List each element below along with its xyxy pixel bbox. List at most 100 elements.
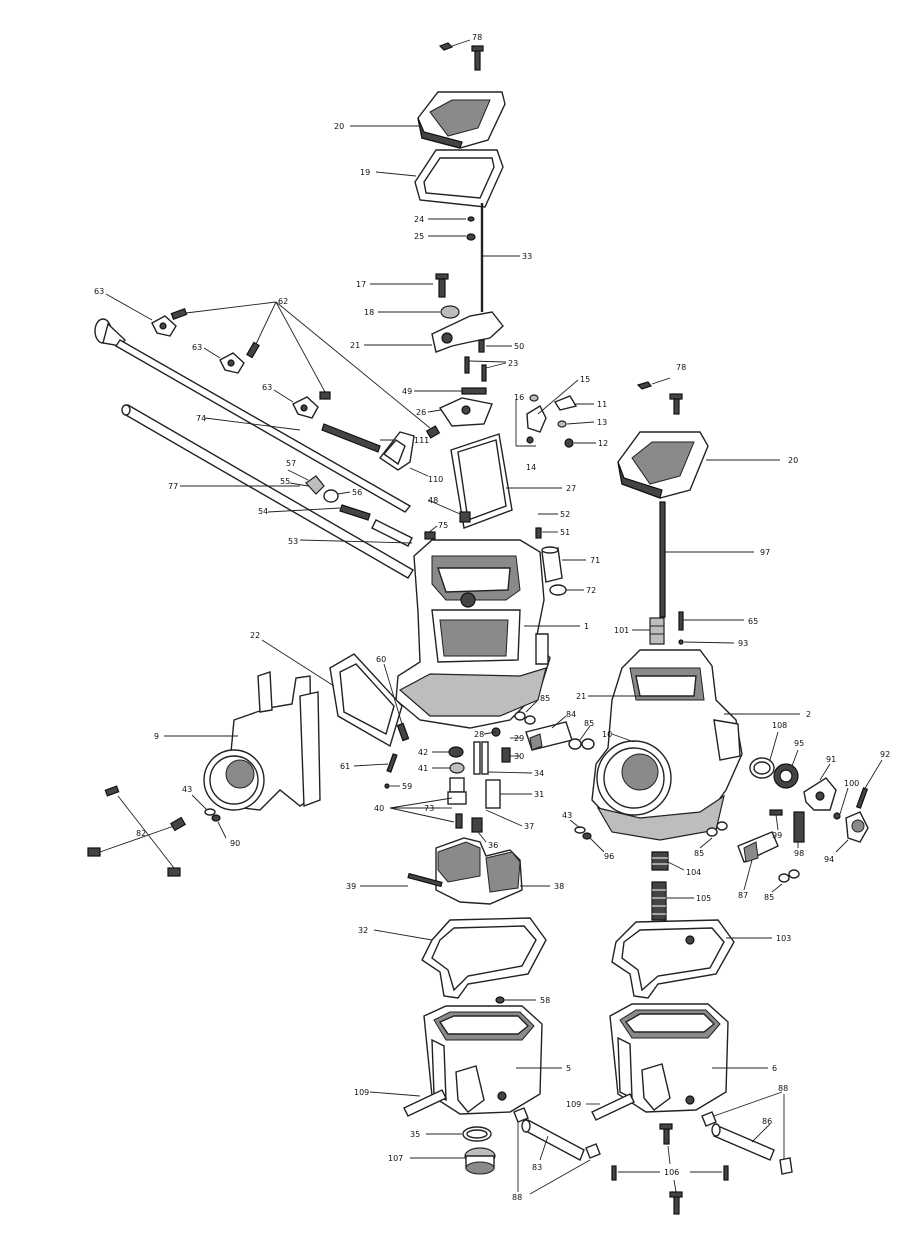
callout-100: 100: [844, 779, 859, 788]
screw-75: [424, 525, 438, 540]
small-37-36: [471, 809, 523, 843]
callout-15: 15: [580, 375, 590, 384]
small-58: [495, 996, 536, 1004]
gasket-103: [611, 919, 772, 999]
callout-94: 94: [824, 855, 834, 864]
callout-29: 29: [514, 734, 524, 743]
callout-78: 78: [676, 363, 686, 372]
pin-92: [855, 759, 883, 809]
spring-105: [651, 881, 694, 921]
callout-110: 110: [428, 475, 443, 484]
cover-gasket-19: [375, 149, 504, 208]
callout-72: 72: [586, 586, 596, 595]
float-bowl-6: [609, 1003, 768, 1113]
top-cover-20: [350, 91, 506, 149]
clip-11-13-12: [526, 395, 596, 448]
callout-60: 60: [376, 655, 386, 664]
callout-42: 42: [418, 748, 428, 757]
callout-108: 108: [772, 721, 787, 730]
callout-31: 31: [534, 790, 544, 799]
callout-28: 28: [474, 730, 484, 739]
lever-21: [364, 311, 504, 353]
callout-104: 104: [686, 868, 701, 877]
callout-32: 32: [358, 926, 368, 935]
springs-62: [170, 301, 441, 439]
shaft-87: [737, 831, 779, 891]
callout-75: 75: [438, 521, 448, 530]
throttle-shaft-74: [94, 318, 412, 513]
callout-36: 36: [488, 841, 498, 850]
callout-84: 84: [566, 710, 576, 719]
callout-88: 88: [778, 1084, 788, 1093]
tube-71: [541, 546, 586, 583]
screws-82: [87, 785, 187, 877]
pin-61: [353, 753, 398, 773]
small-48: [427, 499, 471, 523]
top-screw-78: [438, 39, 484, 71]
callout-41: 41: [418, 764, 428, 773]
callout-106: 106: [664, 1168, 679, 1177]
clip-100: [833, 787, 849, 820]
small-screw-50: [478, 339, 512, 353]
pump-38: [435, 837, 550, 905]
pin-59: [384, 783, 400, 789]
callout-40: 40: [374, 804, 384, 813]
lever-91: [803, 763, 837, 811]
callout-30: 30: [514, 752, 524, 761]
callout-37: 37: [524, 822, 534, 831]
callout-77: 77: [168, 482, 178, 491]
callout-96: 96: [604, 852, 614, 861]
needle-rod-33: [480, 203, 520, 312]
callout-71: 71: [590, 556, 600, 565]
oring-108: [749, 731, 779, 779]
callout-53: 53: [288, 537, 298, 546]
callout-63: 63: [192, 343, 202, 352]
gasket-22: [261, 639, 403, 748]
callout-85: 85: [584, 719, 594, 728]
callout-99: 99: [772, 831, 782, 840]
callout-65: 65: [748, 617, 758, 626]
rod-53: [299, 539, 413, 544]
callout-90: 90: [230, 839, 240, 848]
callout-92: 92: [880, 750, 890, 759]
callout-86: 86: [762, 1117, 772, 1126]
callout-35: 35: [410, 1130, 420, 1139]
callout-16: 16: [514, 393, 524, 402]
tube-109-right: [586, 1093, 635, 1121]
callout-19: 19: [360, 168, 370, 177]
float-bowl-5: [423, 1005, 562, 1115]
callout-50: 50: [514, 342, 524, 351]
callout-85: 85: [764, 893, 774, 902]
callout-5: 5: [566, 1064, 571, 1073]
callout-54: 54: [258, 507, 268, 516]
intake-9: [164, 671, 321, 811]
callout-43: 43: [182, 785, 192, 794]
callout-labels: 78 20 19 24 25 33 17 18 21 50 23 63 62 6…: [94, 33, 890, 1202]
screw-39: [360, 872, 443, 888]
callout-2: 2: [806, 710, 811, 719]
callout-58: 58: [540, 996, 550, 1005]
shaft-77: [121, 404, 414, 579]
tube-109-left: [369, 1089, 447, 1117]
callout-18: 18: [364, 308, 374, 317]
callout-57: 57: [286, 459, 296, 468]
spring-54: [267, 504, 413, 547]
callout-87: 87: [738, 891, 748, 900]
callout-74: 74: [196, 414, 206, 423]
callout-21: 21: [576, 692, 586, 701]
jet-104: [651, 851, 685, 871]
callout-9: 9: [154, 732, 159, 741]
callout-38: 38: [554, 882, 564, 891]
callout-21: 21: [350, 341, 360, 350]
callout-13: 13: [597, 418, 607, 427]
callout-109: 109: [566, 1100, 581, 1109]
callout-97: 97: [760, 548, 770, 557]
callout-56: 56: [352, 488, 362, 497]
needle-97: [659, 501, 754, 618]
callout-109: 109: [354, 1088, 369, 1097]
callout-10: 10: [602, 730, 612, 739]
oring-72: [549, 584, 584, 596]
washer-43-90: [191, 794, 227, 839]
callout-14: 14: [526, 463, 536, 472]
callout-22: 22: [250, 631, 260, 640]
